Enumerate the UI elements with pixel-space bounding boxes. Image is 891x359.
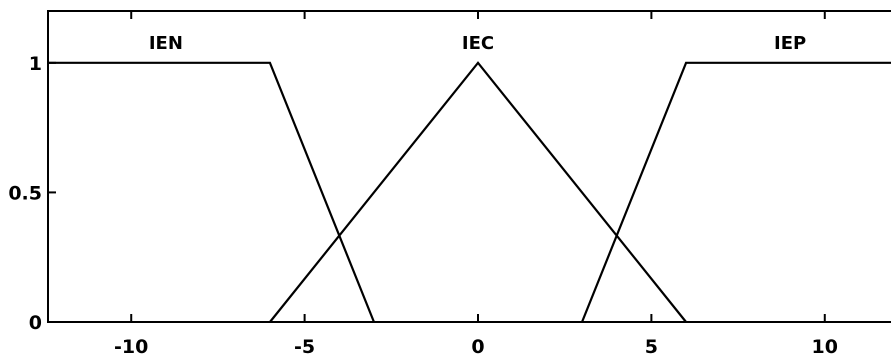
x-tick-label: 10 <box>812 336 838 358</box>
x-tick-label: -10 <box>114 336 148 358</box>
series-label-layer: IEN IEC IEP <box>149 33 806 54</box>
series-line-iep <box>581 61 891 323</box>
x-tick-label: 0 <box>471 336 484 358</box>
series-line-iec <box>269 61 687 323</box>
x-tick-label: 5 <box>645 336 658 358</box>
plot-frame <box>47 10 891 323</box>
x-tick-label: -5 <box>294 336 315 358</box>
series-line-ien <box>48 61 375 323</box>
series-label-iec: IEC <box>462 33 494 54</box>
x-axis-ticks: -10 -5 0 5 10 <box>114 11 838 358</box>
y-tick-label: 0.5 <box>8 182 42 204</box>
series-label-iep: IEP <box>774 33 806 54</box>
y-tick-label: 0 <box>29 312 42 334</box>
y-tick-label: 1 <box>29 53 42 75</box>
y-axis-ticks: 00.51 <box>8 53 56 334</box>
series-layer <box>48 61 891 323</box>
series-label-ien: IEN <box>149 33 183 54</box>
